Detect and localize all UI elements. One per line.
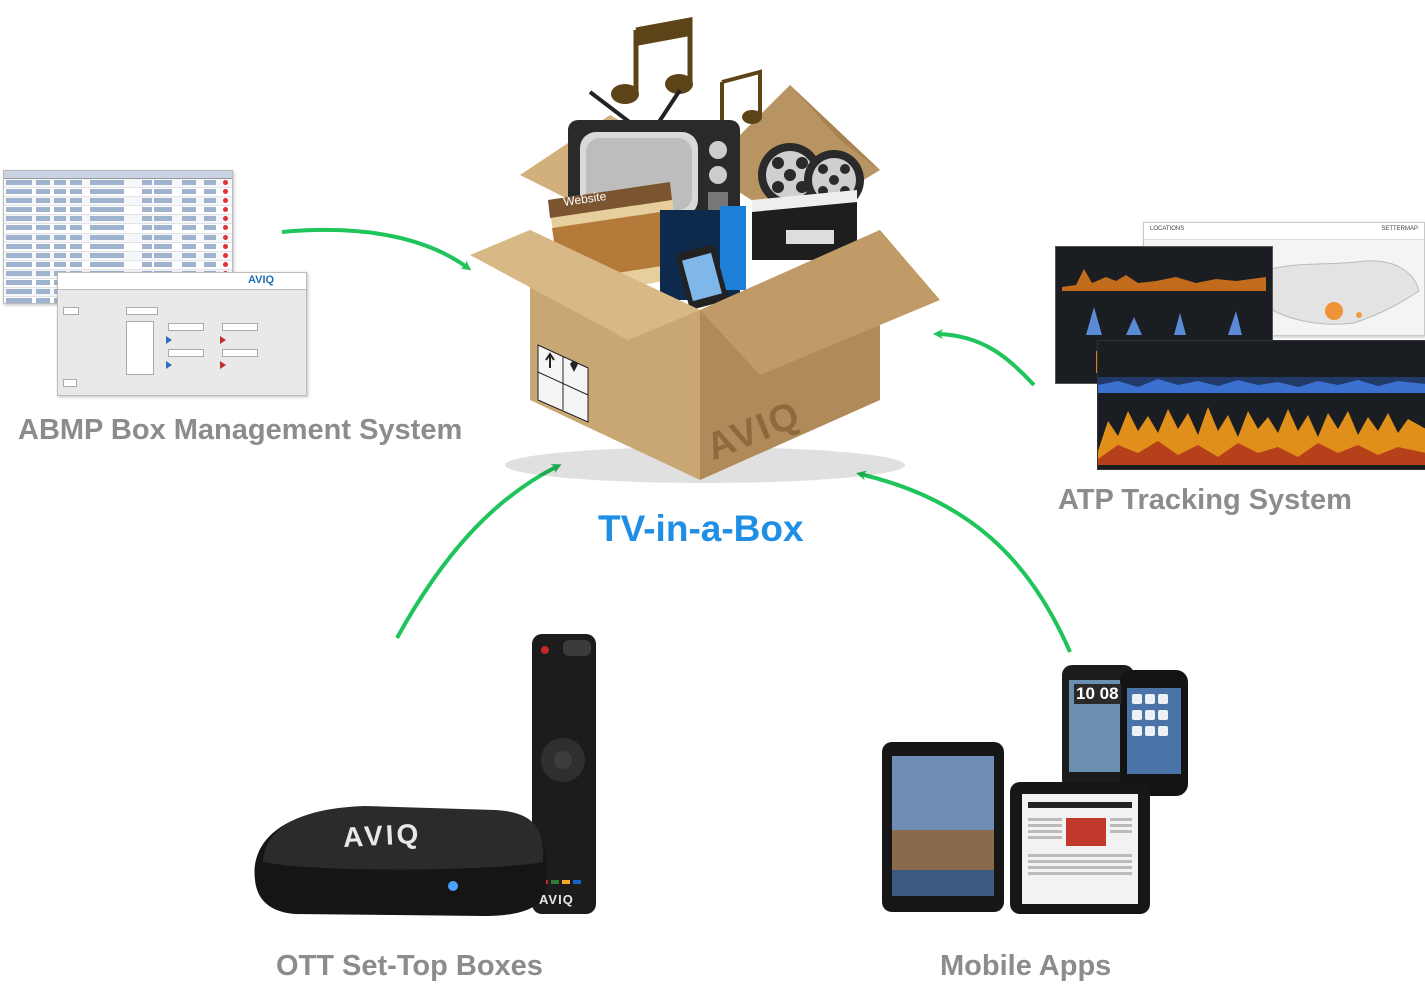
remote-brand: AVIQ <box>539 892 574 907</box>
ott-label: OTT Set-Top Boxes <box>276 950 543 982</box>
table-row <box>4 215 232 225</box>
abmp-label: ABMP Box Management System <box>18 414 463 446</box>
mobile-devices-illustration: 10 08 <box>880 660 1190 922</box>
remote-control <box>532 634 596 914</box>
fragile-sticker <box>537 344 589 423</box>
table-row <box>4 261 232 270</box>
phone-clock: 10 08 <box>1074 684 1121 704</box>
arrow-icon <box>395 464 562 639</box>
mobile-label: Mobile Apps <box>940 950 1112 982</box>
abmp-form-panel: AVIQ <box>57 272 307 396</box>
atp-window-title: LOCATIONS <box>1150 226 1185 232</box>
table-row <box>4 188 232 198</box>
arrow-icon <box>281 227 472 271</box>
table-row <box>4 206 232 216</box>
clapperboard-icon <box>752 190 857 260</box>
abmp-logo: AVIQ <box>248 274 275 286</box>
table-row <box>4 179 232 189</box>
music-note-icon <box>611 16 693 104</box>
phone-icon <box>676 244 728 310</box>
table-row <box>4 197 232 207</box>
ott-device-illustration: AVIQ AVIQ <box>245 630 605 920</box>
iphone <box>1120 670 1188 796</box>
tv-in-a-box-illustration: Website AVIQ <box>460 10 950 490</box>
atp-label: ATP Tracking System <box>1058 484 1352 516</box>
ott-brand: AVIQ <box>342 817 423 854</box>
arrow-icon <box>856 470 1072 653</box>
center-title: TV-in-a-Box <box>598 508 804 549</box>
set-top-box <box>254 806 547 916</box>
arrow-icon <box>933 329 1036 387</box>
table-row <box>4 251 232 261</box>
abmp-screenshot: AVIQ <box>0 170 310 400</box>
table-row <box>4 233 232 243</box>
atp-timeline-window <box>1097 340 1425 470</box>
atp-map-title: SETTERMAP <box>1381 226 1418 232</box>
table-row <box>4 243 232 252</box>
ipad <box>882 742 1004 912</box>
website-label: Website <box>562 189 607 209</box>
table-row <box>4 224 232 234</box>
ipad-newspaper <box>1010 782 1150 914</box>
atp-screenshot: LOCATIONS SETTERMAP <box>1055 222 1425 472</box>
